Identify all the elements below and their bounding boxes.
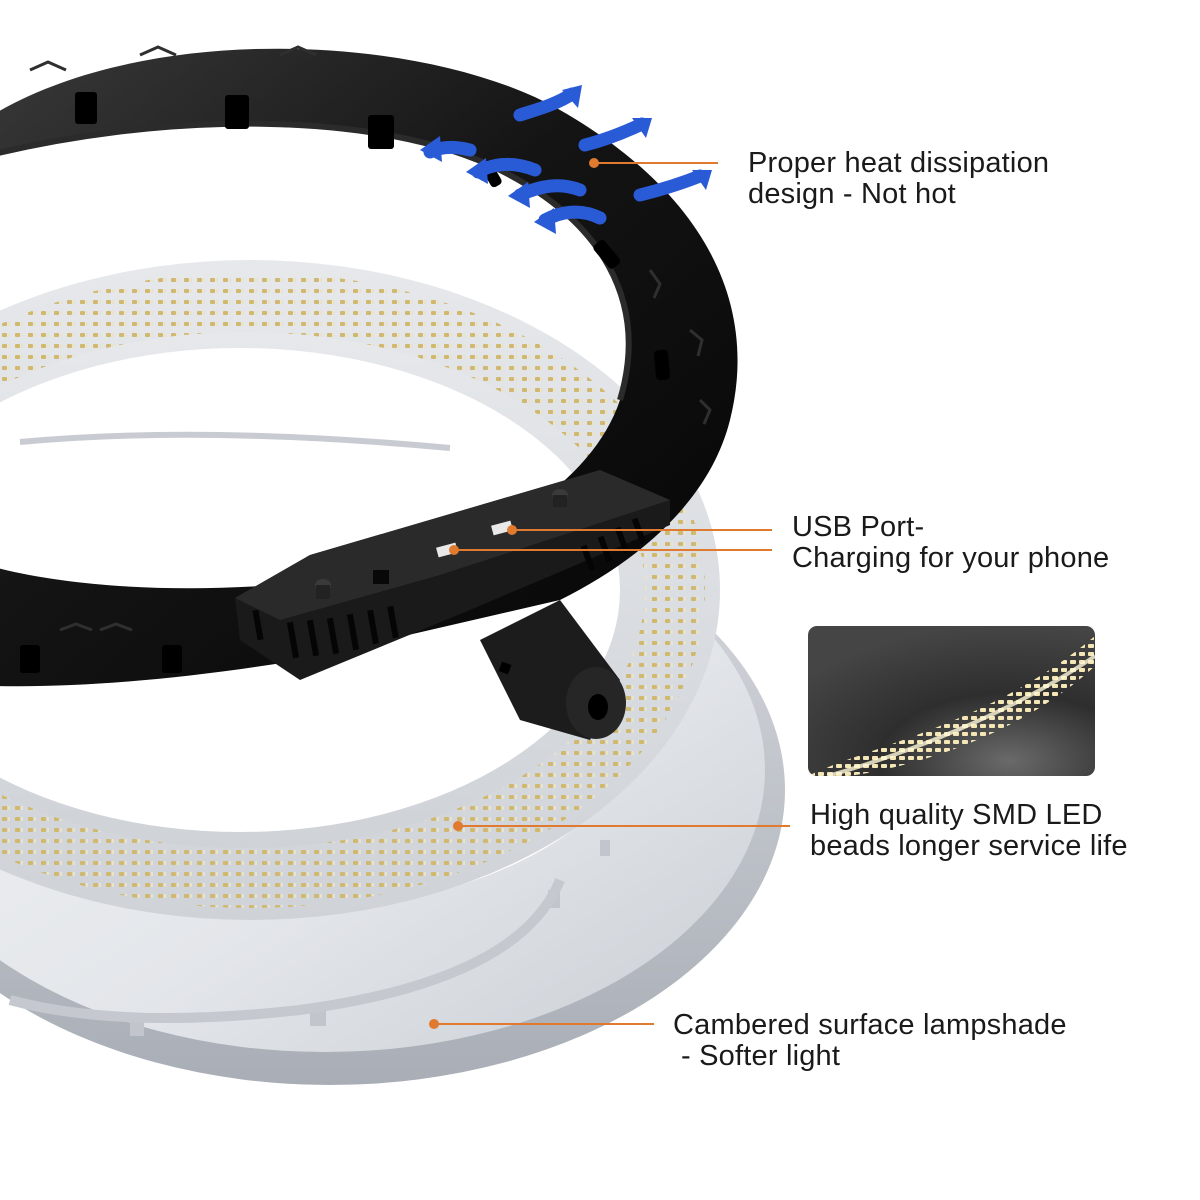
callout-usb-port: USB Port- Charging for your phone	[792, 512, 1109, 574]
callout-led-line2: beads longer service life	[810, 830, 1128, 862]
callout-usb-line2: Charging for your phone	[792, 542, 1110, 574]
callout-shade-line2: - Softer light	[681, 1040, 841, 1072]
callout-usb-line1: USB Port-	[792, 511, 925, 543]
diffuser-frame	[8, 431, 565, 1023]
callout-led-line1: High quality SMD LED	[810, 799, 1103, 831]
led-closeup-inset	[808, 626, 1095, 776]
callout-heat-line1: Proper heat dissipation	[748, 147, 1050, 179]
callout-heat-dissipation: Proper heat dissipation design - Not hot	[748, 148, 1049, 210]
callout-shade-line1: Cambered surface lampshade	[673, 1009, 1067, 1041]
mount-bracket	[480, 600, 626, 740]
airflow-arrow-heads	[420, 85, 712, 234]
leader-dots	[429, 158, 599, 1029]
callout-led-beads: High quality SMD LED beads longer servic…	[810, 800, 1128, 862]
callout-lampshade: Cambered surface lampshade - Softer ligh…	[673, 1010, 1067, 1072]
callout-heat-line2: design - Not hot	[748, 178, 956, 210]
leader-lines	[434, 162, 790, 1025]
